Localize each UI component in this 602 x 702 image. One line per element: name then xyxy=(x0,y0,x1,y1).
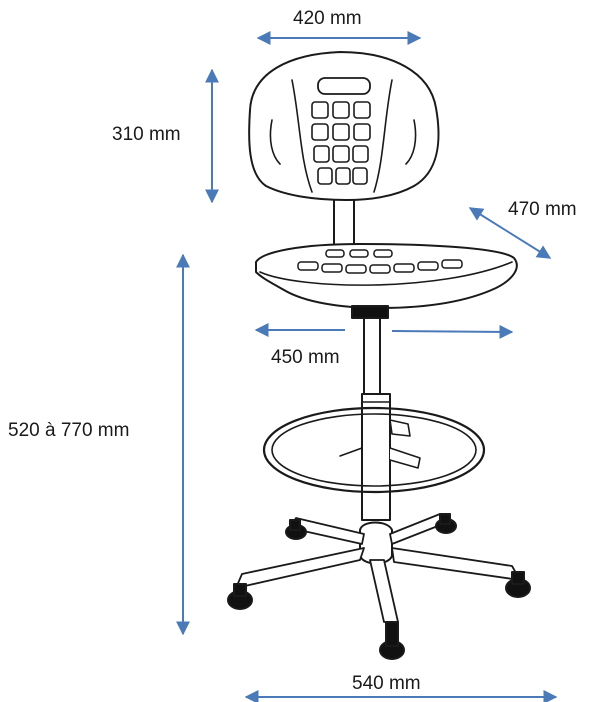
height-lever xyxy=(389,419,411,437)
seat-width-label: 450 mm xyxy=(271,347,340,368)
seat xyxy=(255,243,518,309)
backrest-height-label: 310 mm xyxy=(112,124,181,145)
base-glides xyxy=(227,513,531,660)
seat-height-label: 520 à 770 mm xyxy=(8,420,130,441)
seat-mechanism xyxy=(351,305,389,319)
backrest xyxy=(248,51,440,201)
chair xyxy=(227,51,531,660)
seat-slots xyxy=(297,249,463,274)
gas-column-upper xyxy=(363,317,381,395)
base-hub xyxy=(359,521,393,565)
backrest-width-label: 420 mm xyxy=(293,8,362,29)
arrow-seat-width-right xyxy=(391,324,514,339)
foot-ring xyxy=(262,406,486,494)
arrow-seat-depth xyxy=(468,207,552,259)
base-diameter-label: 540 mm xyxy=(352,673,421,694)
seat-depth-label: 470 mm xyxy=(508,199,577,220)
backrest-cutouts xyxy=(311,101,371,185)
gas-column-lower xyxy=(361,393,391,521)
